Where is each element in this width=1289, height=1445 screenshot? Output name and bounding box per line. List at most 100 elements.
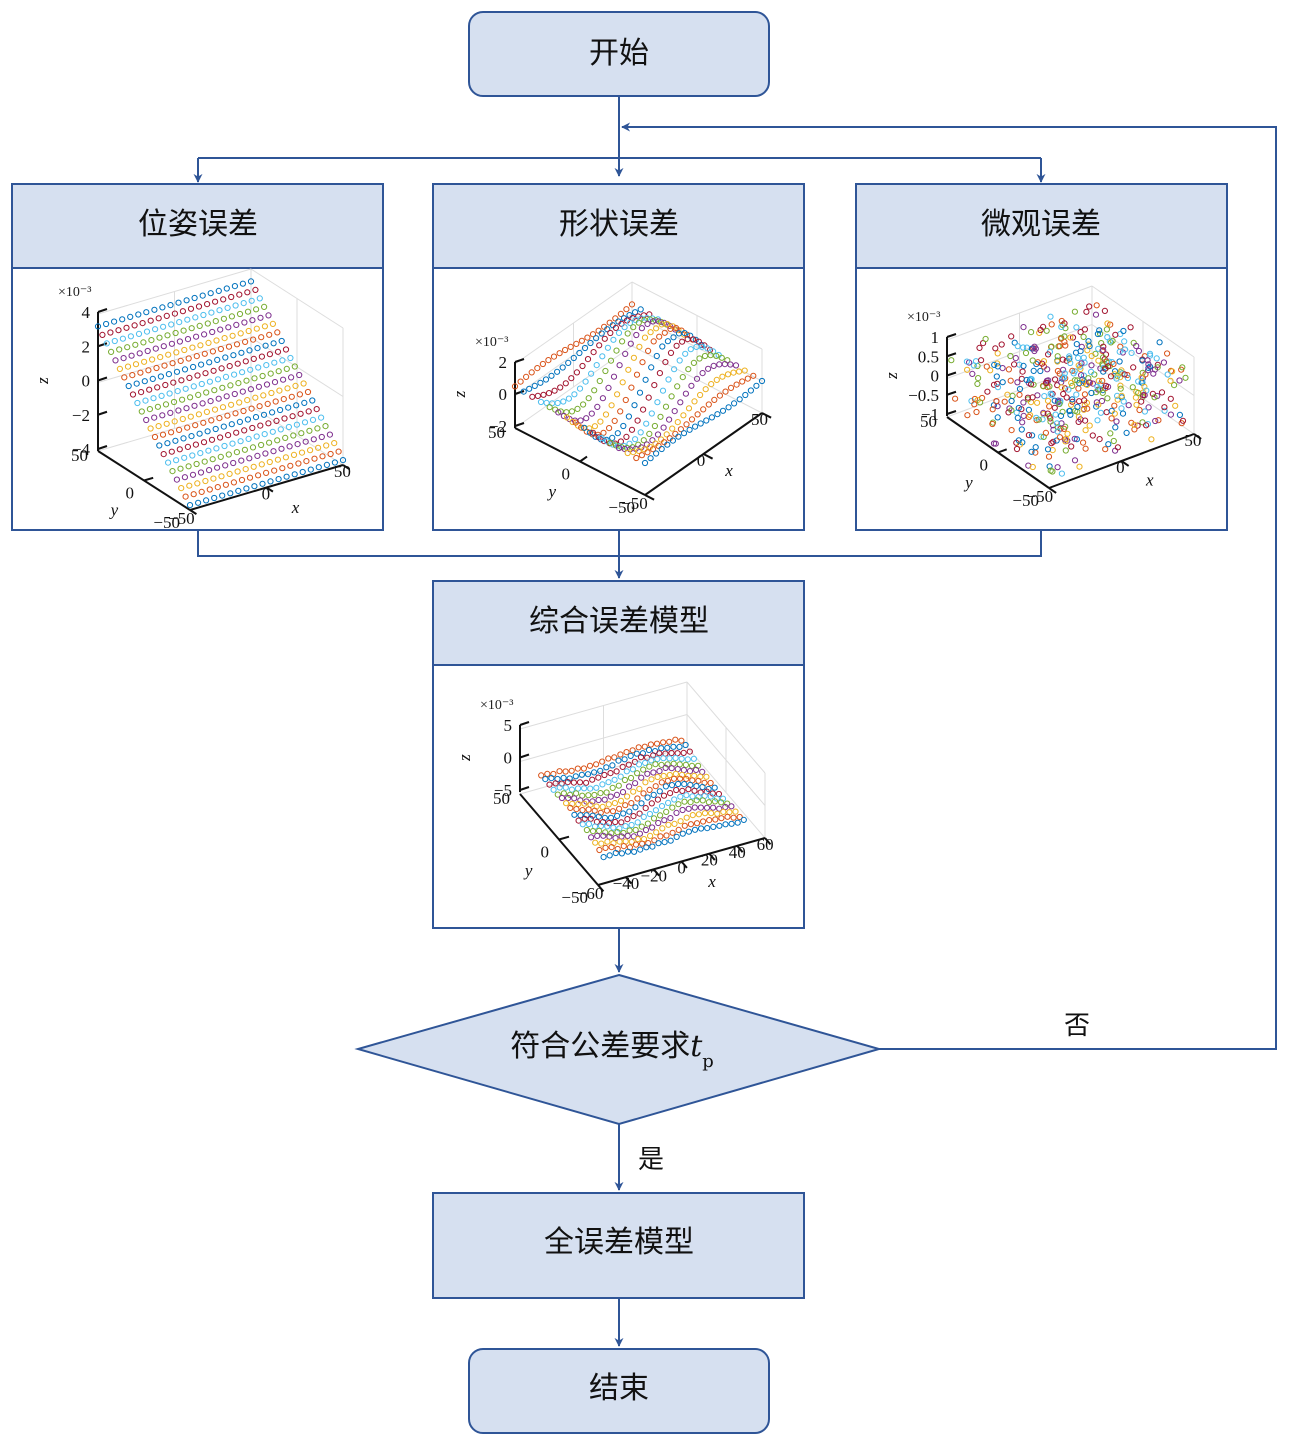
data-point (648, 776, 655, 783)
data-point (1081, 326, 1089, 333)
data-point (727, 384, 735, 391)
data-point (674, 383, 681, 390)
data-point (207, 398, 214, 405)
data-point (699, 783, 706, 791)
x-tick (736, 845, 744, 853)
data-point (1092, 389, 1100, 396)
x-tick-label: 0 (697, 451, 706, 470)
data-point (1028, 448, 1035, 455)
data-point (591, 807, 598, 814)
data-point (679, 806, 686, 814)
data-point (211, 406, 219, 413)
data-point (578, 424, 585, 431)
data-point (195, 303, 203, 310)
data-point (588, 370, 595, 377)
data-point (598, 434, 605, 441)
data-point (646, 786, 653, 794)
data-point (699, 370, 706, 377)
data-point (644, 449, 651, 456)
data-point (164, 440, 171, 447)
data-point (217, 453, 224, 460)
data-point (263, 381, 271, 388)
data-point (1062, 385, 1069, 392)
data-point (679, 374, 686, 381)
z-tick (946, 371, 957, 377)
data-point (1118, 367, 1125, 374)
data-point (642, 376, 649, 383)
data-point (703, 804, 711, 811)
data-point (593, 335, 600, 342)
data-point (552, 780, 559, 787)
data-point (989, 420, 996, 428)
data-point (277, 426, 284, 433)
data-point (1014, 414, 1021, 421)
data-point (298, 449, 306, 456)
data-point (218, 473, 225, 480)
data-point (615, 782, 622, 789)
data-point (164, 332, 171, 339)
data-point (1129, 384, 1136, 391)
data-point (1014, 343, 1021, 350)
data-point (634, 819, 641, 826)
data-point (151, 306, 158, 313)
data-point (713, 376, 720, 383)
data-point (639, 359, 646, 366)
data-point (1034, 359, 1042, 366)
data-point (656, 750, 663, 757)
data-point (236, 418, 243, 425)
data-point (1107, 339, 1115, 346)
data-point (1100, 343, 1107, 350)
data-point (240, 300, 247, 307)
data-point (994, 384, 1002, 391)
data-point (1133, 342, 1140, 350)
data-point (327, 450, 334, 458)
data-point (718, 354, 725, 361)
data-point (1054, 464, 1061, 471)
data-point (665, 376, 672, 383)
data-point (624, 816, 631, 823)
data-point (230, 352, 237, 359)
z-scale-label: ×10⁻³ (58, 285, 91, 300)
data-point (554, 399, 561, 407)
data-point (165, 371, 172, 378)
data-point (159, 431, 167, 438)
data-point (628, 821, 635, 829)
data-point (617, 751, 624, 758)
data-point (140, 339, 147, 346)
data-point (1116, 348, 1123, 355)
data-point (1032, 444, 1039, 451)
data-point (276, 387, 283, 394)
data-point (1059, 408, 1066, 415)
data-point (664, 777, 672, 784)
data-point (225, 432, 232, 439)
data-point (624, 330, 631, 337)
data-point (242, 338, 249, 345)
data-point (214, 464, 221, 471)
data-point (977, 399, 984, 406)
data-point (173, 457, 180, 464)
data-point (282, 346, 290, 353)
data-point (1051, 404, 1058, 411)
data-point (1086, 303, 1093, 310)
data-point (1036, 329, 1043, 336)
data-point (242, 358, 249, 365)
data-point (610, 336, 617, 343)
data-point (623, 749, 630, 756)
data-point (630, 449, 637, 456)
data-point (572, 773, 579, 780)
data-point (231, 371, 238, 378)
data-point (239, 369, 246, 376)
data-point (539, 360, 547, 368)
data-point (596, 377, 603, 385)
data-point (668, 782, 676, 789)
data-point (555, 409, 562, 416)
data-point (1105, 441, 1112, 448)
data-point (309, 416, 317, 423)
z-tick (514, 390, 525, 395)
data-point (660, 772, 667, 780)
data-point (266, 331, 273, 338)
data-point (256, 403, 263, 410)
data-point (190, 363, 197, 371)
data-point (269, 320, 276, 327)
data-point (1080, 439, 1087, 446)
